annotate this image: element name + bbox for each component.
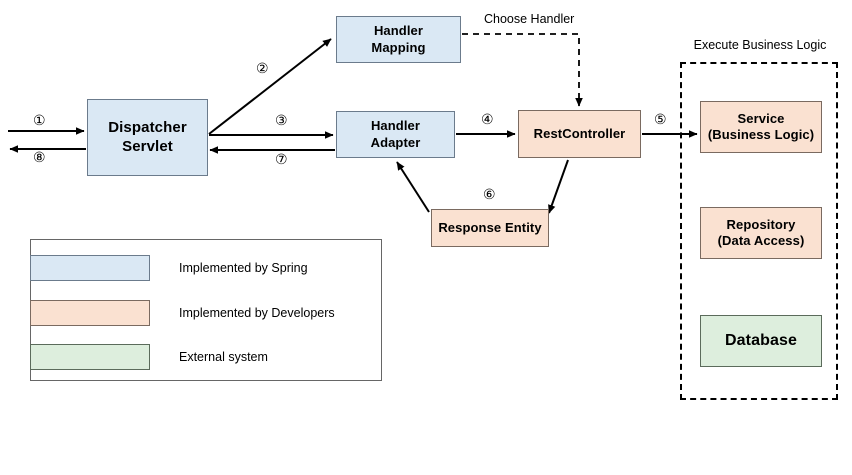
choose-handler-label: Choose Handler xyxy=(484,12,575,26)
arrow-response-entity-to-handler-adapter xyxy=(396,161,430,213)
node-label: Database xyxy=(725,332,797,349)
node-repository[interactable]: Repository(Data Access) xyxy=(700,207,822,259)
arrow-step-6 xyxy=(548,159,569,214)
node-rest-controller[interactable]: RestController xyxy=(518,110,641,158)
step-marker-1: ① xyxy=(33,112,46,128)
execute-business-logic-group xyxy=(680,62,838,400)
node-label: Response Entity xyxy=(438,219,542,235)
node-label: Repository(Data Access) xyxy=(717,216,805,248)
step-marker-4: ④ xyxy=(481,111,494,127)
arrow-choose-handler xyxy=(462,33,583,107)
step-marker-3: ③ xyxy=(275,112,288,128)
legend-swatch-developers xyxy=(30,300,150,326)
legend-item-developers: Implemented by Developers xyxy=(30,300,335,326)
arrow-step-2 xyxy=(208,38,332,135)
legend-item-external: External system xyxy=(30,344,268,370)
node-response-entity[interactable]: Response Entity xyxy=(431,209,549,247)
legend-label-developers: Implemented by Developers xyxy=(179,306,335,320)
node-label: RestController xyxy=(533,125,626,141)
legend-item-spring: Implemented by Spring xyxy=(30,255,308,281)
step-marker-6: ⑥ xyxy=(483,186,496,202)
legend-swatch-spring xyxy=(30,255,150,281)
step-marker-7: ⑦ xyxy=(275,151,288,167)
step-marker-2: ② xyxy=(256,60,269,76)
node-service[interactable]: Service(Business Logic) xyxy=(700,101,822,153)
legend-label-external: External system xyxy=(179,350,268,364)
step-marker-8: ⑧ xyxy=(33,149,46,165)
legend-swatch-external xyxy=(30,344,150,370)
node-database[interactable]: Database xyxy=(700,315,822,367)
execute-business-logic-label: Execute Business Logic xyxy=(693,38,827,52)
step-marker-5: ⑤ xyxy=(654,111,667,127)
node-label: Service(Business Logic) xyxy=(707,110,815,142)
legend-label-spring: Implemented by Spring xyxy=(179,261,308,275)
